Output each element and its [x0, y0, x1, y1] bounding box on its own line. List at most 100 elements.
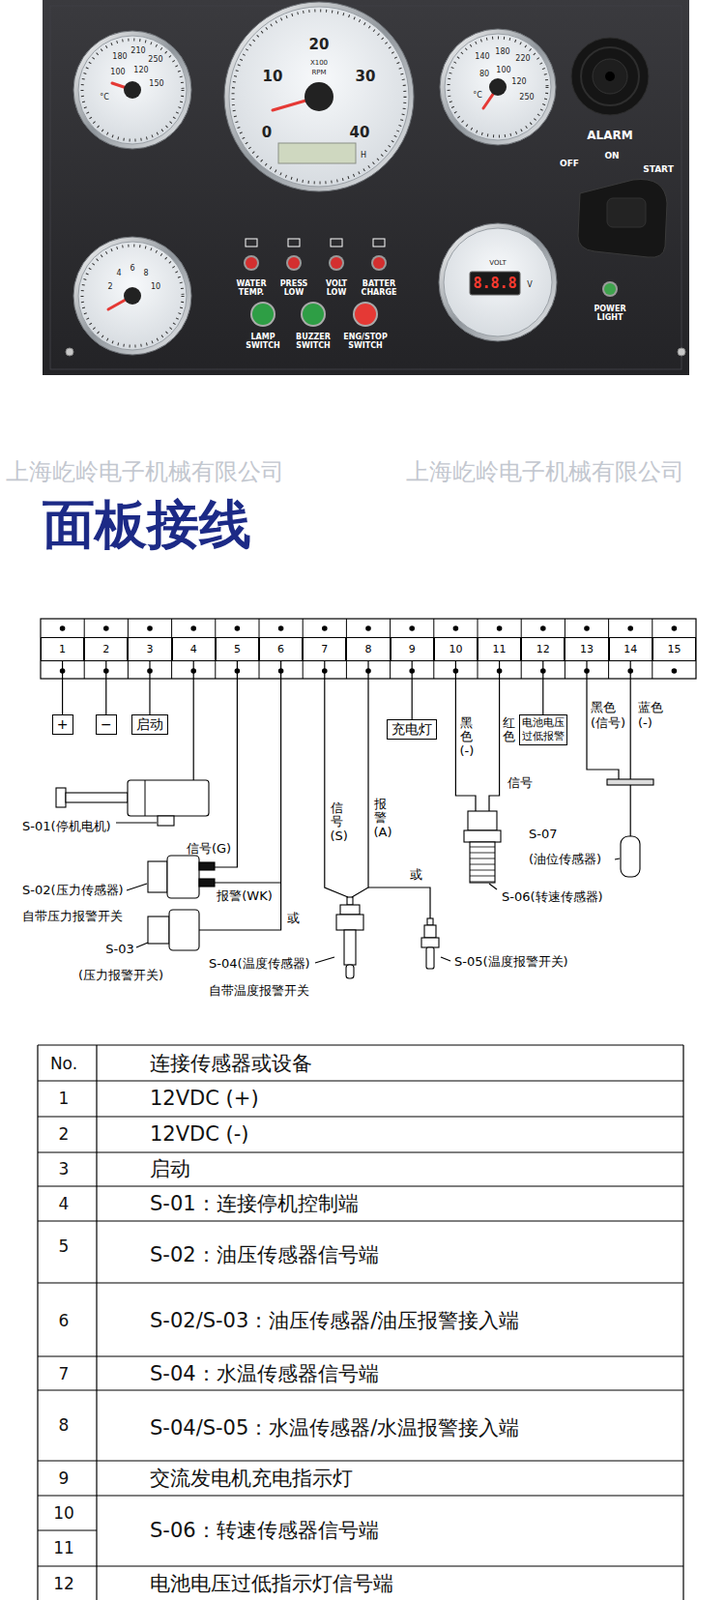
leader-line: [489, 883, 497, 890]
wire-label: 信号(S): [330, 801, 344, 843]
sensor-hex: [336, 914, 364, 930]
wire: [214, 881, 282, 883]
table-cell: 12VDC (-): [149, 1122, 250, 1146]
terminal-screw: [103, 625, 110, 632]
sensor-tip: [346, 964, 354, 979]
leader-line: [315, 957, 335, 963]
panel-edge: [50, 5, 682, 370]
gauge-ticks: [232, 10, 406, 183]
part-label: 或: [287, 909, 300, 928]
terminal-screw: [453, 625, 460, 632]
table-cell: 12VDC (+): [149, 1086, 260, 1110]
button-ring: [250, 301, 276, 327]
sensor-thread: [469, 841, 495, 883]
terminal-number: 7: [320, 642, 328, 656]
table-rule: [37, 1281, 684, 1283]
sensor-hex: [421, 937, 439, 948]
push-button: [252, 303, 274, 325]
sensor-cap: [467, 811, 497, 831]
terminal-cell: 13: [564, 637, 609, 662]
gauge-hub: [123, 287, 142, 305]
table-cell: 8: [58, 1415, 70, 1435]
lamp-ring: [371, 255, 387, 271]
terminal-cell: 15: [652, 637, 696, 662]
table-rule: [37, 1079, 684, 1081]
terminal-number: 13: [580, 642, 594, 656]
table-cell: S-01：连接停机控制端: [149, 1189, 359, 1218]
part-label: 自带温度报警开关: [208, 982, 310, 1000]
terminal-box: 充电灯: [386, 719, 437, 740]
part-label: S-02(压力传感器): [22, 881, 124, 899]
pressure-switch-body: [169, 909, 200, 951]
sensor-hex: [464, 830, 501, 842]
leader-line: [440, 957, 451, 961]
wire-label: 报警(A): [374, 797, 387, 840]
wire-label: 黑色(-): [460, 716, 473, 758]
gauge-ticks: [448, 37, 548, 137]
terminal-screw: [321, 625, 328, 632]
lamp-icon: [330, 238, 343, 247]
sensor-cap: [340, 904, 360, 915]
table-cell: S-04/S-05：水温传感器/水温报警接入端: [149, 1414, 520, 1442]
wire: [368, 887, 431, 919]
terminal-screw: [190, 625, 197, 632]
table-rule: [36, 1044, 38, 1600]
gauge-number: 250: [147, 55, 163, 64]
terminal-screw: [671, 625, 678, 632]
title: 面板接线: [42, 490, 252, 561]
gauge-bezel: [439, 29, 556, 145]
terminal-cell: 14: [609, 637, 653, 662]
leader-line: [116, 821, 157, 823]
gauge-hub: [123, 81, 142, 99]
spade-terminal: [199, 862, 215, 870]
terminal-screw: [583, 625, 590, 632]
table-rule: [37, 1459, 684, 1461]
terminal-cell: 4: [172, 637, 216, 662]
gauge-number: 40: [349, 123, 371, 142]
thread-line: [469, 870, 495, 871]
terminal-cell: 6: [259, 637, 303, 662]
gauge-face: [78, 241, 187, 350]
terminal-box: 电池电压过低报警: [519, 714, 568, 746]
gauge-face: [78, 35, 187, 145]
terminal-number: 14: [623, 642, 638, 656]
gauge-hub: [304, 82, 334, 112]
gauge-ticks: [82, 245, 183, 347]
buzzer: [571, 37, 649, 116]
warning-lamp: [373, 257, 385, 269]
gauge-number: 180: [112, 52, 127, 61]
part-label: 自带压力报警开关: [22, 907, 123, 926]
table-cell: No.: [50, 1053, 78, 1073]
watermark: 上海屹岭电子机械有限公司: [5, 456, 285, 488]
leader-line: [136, 942, 148, 948]
table-cell: 连接传感器或设备: [149, 1049, 313, 1077]
part-label: 报警(WK): [216, 887, 273, 905]
gauge-number: 140: [474, 52, 490, 61]
terminal-cell: 8: [346, 637, 390, 662]
terminal-cell: 10: [434, 637, 478, 662]
wire-label: 红色: [502, 716, 516, 745]
wire: [542, 661, 544, 715]
terminal-screw: [278, 625, 285, 632]
gauge-ticks: [82, 39, 183, 141]
terminal-number: 1: [58, 642, 66, 656]
digital-readout: 8.8.8: [472, 274, 517, 292]
gauge-number: °C: [99, 92, 110, 102]
panel-label: ON: [604, 150, 619, 161]
pressure-sensor-body: [167, 855, 200, 899]
wire: [61, 661, 63, 715]
terminal-cell: 5: [215, 637, 260, 662]
wire: [324, 661, 348, 898]
table-cell: 7: [58, 1363, 70, 1384]
table-cell: 5: [58, 1236, 70, 1256]
wire: [193, 661, 195, 781]
sensor-probe: [426, 947, 435, 969]
table-cell: 12: [53, 1573, 75, 1594]
gauge-number: 120: [511, 77, 526, 87]
part-label: S-07: [528, 826, 558, 841]
gauge-number: 8: [143, 268, 148, 278]
panel-label: LAMP SWITCH: [237, 332, 289, 350]
table-rule: [37, 1219, 684, 1221]
gauge-number: 4: [116, 268, 121, 278]
